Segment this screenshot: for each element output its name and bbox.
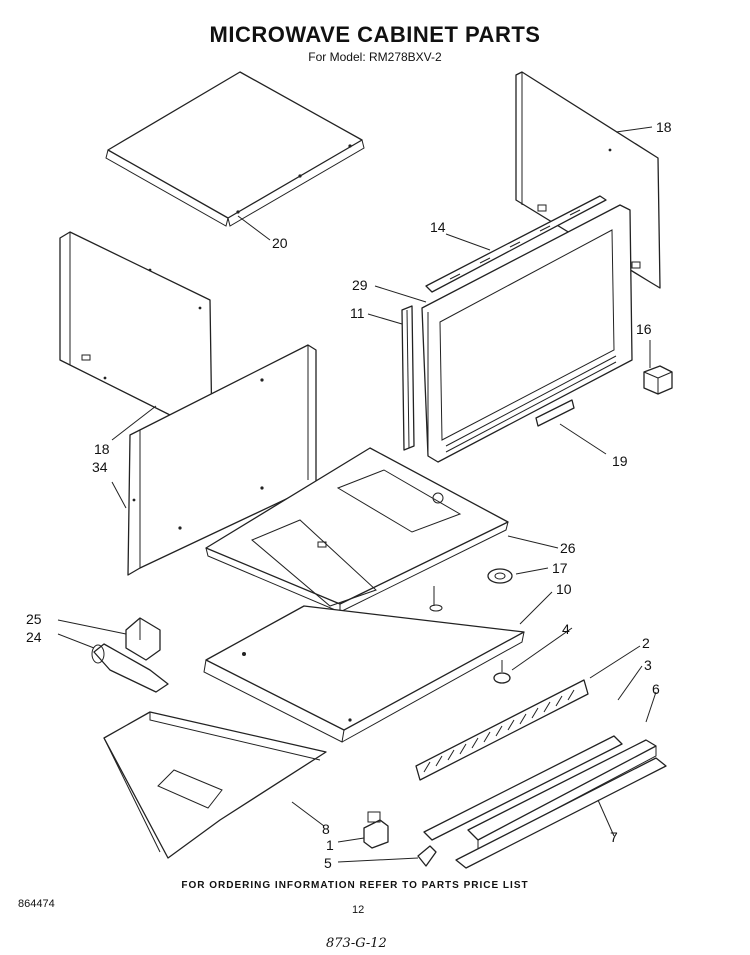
part-4-foot [493, 660, 511, 684]
part-2-mesh-strip [415, 679, 589, 781]
callout-20: 20 [272, 235, 288, 251]
callout-25: 25 [26, 611, 42, 627]
part-10-base-pan [203, 586, 525, 743]
callout-29: 29 [352, 277, 368, 293]
callout-26: 26 [560, 540, 576, 556]
callout-5: 5 [324, 855, 332, 871]
page-title: MICROWAVE CABINET PARTS [209, 22, 541, 47]
callout-3: 3 [644, 657, 652, 673]
part-29-front-frame [421, 204, 633, 463]
callout-10: 10 [556, 581, 572, 597]
callout-16: 16 [636, 321, 652, 337]
callout-4: 4 [562, 621, 570, 637]
part-17-grommet [487, 568, 513, 584]
part-19-label [535, 399, 575, 427]
callout-18-left: 18 [94, 441, 110, 457]
callout-6: 6 [652, 681, 660, 697]
callout-8: 8 [322, 821, 330, 837]
part-11-side-strip [401, 305, 415, 451]
document-number: 864474 [18, 898, 55, 910]
part-16-block [643, 365, 673, 395]
part-3-rail [423, 735, 623, 841]
callout-18-right: 18 [656, 119, 672, 135]
part-25-bracket [125, 617, 161, 661]
callout-1: 1 [326, 837, 334, 853]
callout-34: 34 [92, 459, 108, 475]
part-7-channel [455, 757, 667, 869]
part-5-clip [417, 845, 437, 867]
leader-lines [57, 126, 657, 863]
ordering-note: FOR ORDERING INFORMATION REFER TO PARTS … [181, 880, 529, 891]
part-20-top-panel [105, 71, 365, 227]
part-8-bottom-plate [103, 711, 327, 859]
callout-7: 7 [610, 829, 618, 845]
callout-labels: 18 14 20 29 11 16 18 34 19 26 17 10 25 2… [26, 119, 672, 871]
page-number: 12 [352, 904, 365, 916]
model-subtitle: For Model: RM278BXV-2 [308, 50, 442, 64]
callout-19: 19 [612, 453, 628, 469]
part-1-block [363, 811, 389, 849]
callout-14: 14 [430, 219, 446, 235]
part-14-vent-strip [425, 195, 607, 293]
handwritten-note: 873-G-12 [326, 936, 387, 951]
callout-17: 17 [552, 560, 568, 576]
part-26-shelf [205, 447, 509, 613]
part-24-duct [91, 643, 169, 693]
callout-11: 11 [350, 305, 365, 321]
callout-2: 2 [642, 635, 650, 651]
callout-24: 24 [26, 629, 42, 645]
